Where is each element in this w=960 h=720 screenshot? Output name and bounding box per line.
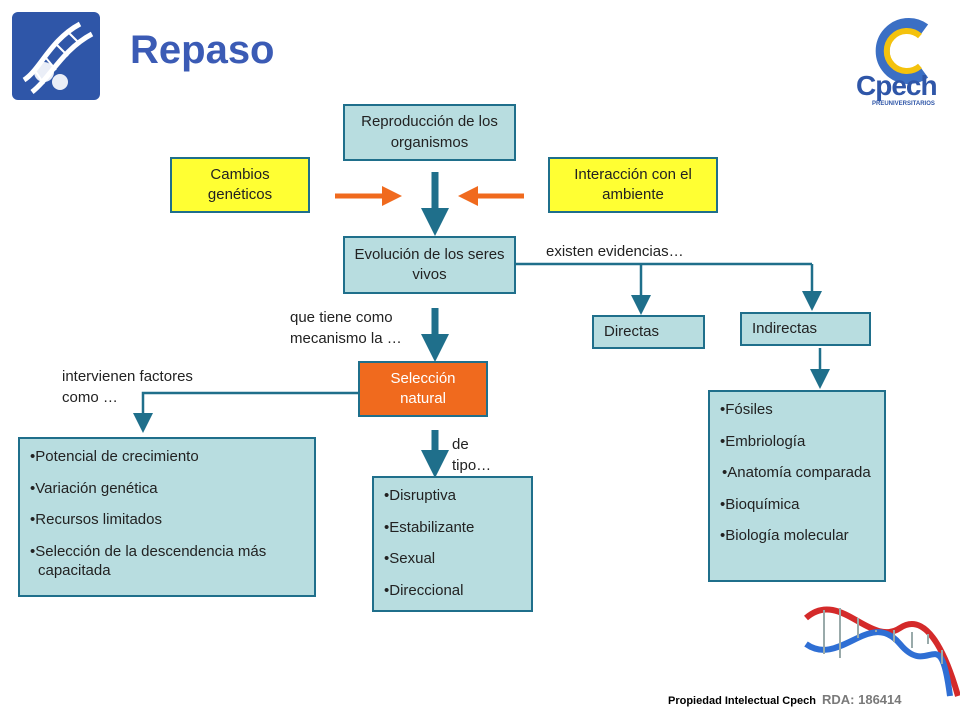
list-item: •Recursos limitados [30,511,162,528]
node-cambios: Cambios genéticos [170,157,310,213]
dna-helix-icon [800,588,960,698]
list-item: •Variación genética [30,479,158,497]
node-directas: Directas [592,315,705,349]
cpech-logo: Cpech PREUNIVERSITARIOS [852,10,952,110]
node-directas-label: Directas [604,322,660,340]
list-item: •Potencial de crecimiento [30,448,199,465]
list-item: •Direccional [384,581,464,599]
list-item: •Biología molecular [720,527,849,544]
footer-rda: RDA: 186414 [822,692,902,707]
cpech-brand-text: Cpech [856,70,938,101]
node-seleccion: Selección natural [358,361,488,417]
list-tipos: •Disruptiva •Estabilizante •Sexual •Dire… [372,476,533,612]
footer-property: Propiedad Intelectual Cpech [668,695,816,707]
node-reproduccion-label: Reproducción de los organismos [361,113,498,151]
cpech-c-icon [875,18,929,84]
label-mecanismo: que tiene como mecanismo la … [290,309,402,347]
list-factores: •Potencial de crecimiento •Variación gen… [18,437,316,597]
label-tipo: de tipo… [452,436,492,474]
node-indirectas-label: Indirectas [752,319,818,337]
list-item: •Anatomía comparada [722,464,871,481]
node-cambios-label: Cambios genéticos [207,165,273,203]
label-existen: existen evidencias… [546,243,684,260]
connector-factores [133,391,358,433]
list-item: •Sexual [384,550,436,567]
node-reproduccion: Reproducción de los organismos [343,104,516,161]
node-indirectas: Indirectas [740,312,871,346]
cpech-brand-subtitle: PREUNIVERSITARIOS [872,101,935,107]
node-interaccion: Interacción con el ambiente [548,157,718,213]
list-item: •Bioquímica [720,495,800,513]
node-seleccion-label: Selección natural [390,369,456,407]
page-title: Repaso [130,28,275,72]
label-factores: intervienen factores como … [62,368,193,406]
node-evolucion: Evolución de los seres vivos [343,236,516,294]
list-item: •Disruptiva [384,487,456,504]
list-item: •Embriología [720,432,806,450]
list-item: •Estabilizante [384,518,475,536]
list-evidencias: •Fósiles •Embriología •Anatomía comparad… [708,390,886,582]
node-evolucion-label: Evolución de los seres vivos [354,245,505,283]
list-item: •Fósiles [720,401,773,418]
dna-logo-icon [10,10,102,102]
list-item: •Selección de la descendencia más capaci… [30,542,267,580]
node-interaccion-label: Interacción con el ambiente [574,165,692,203]
